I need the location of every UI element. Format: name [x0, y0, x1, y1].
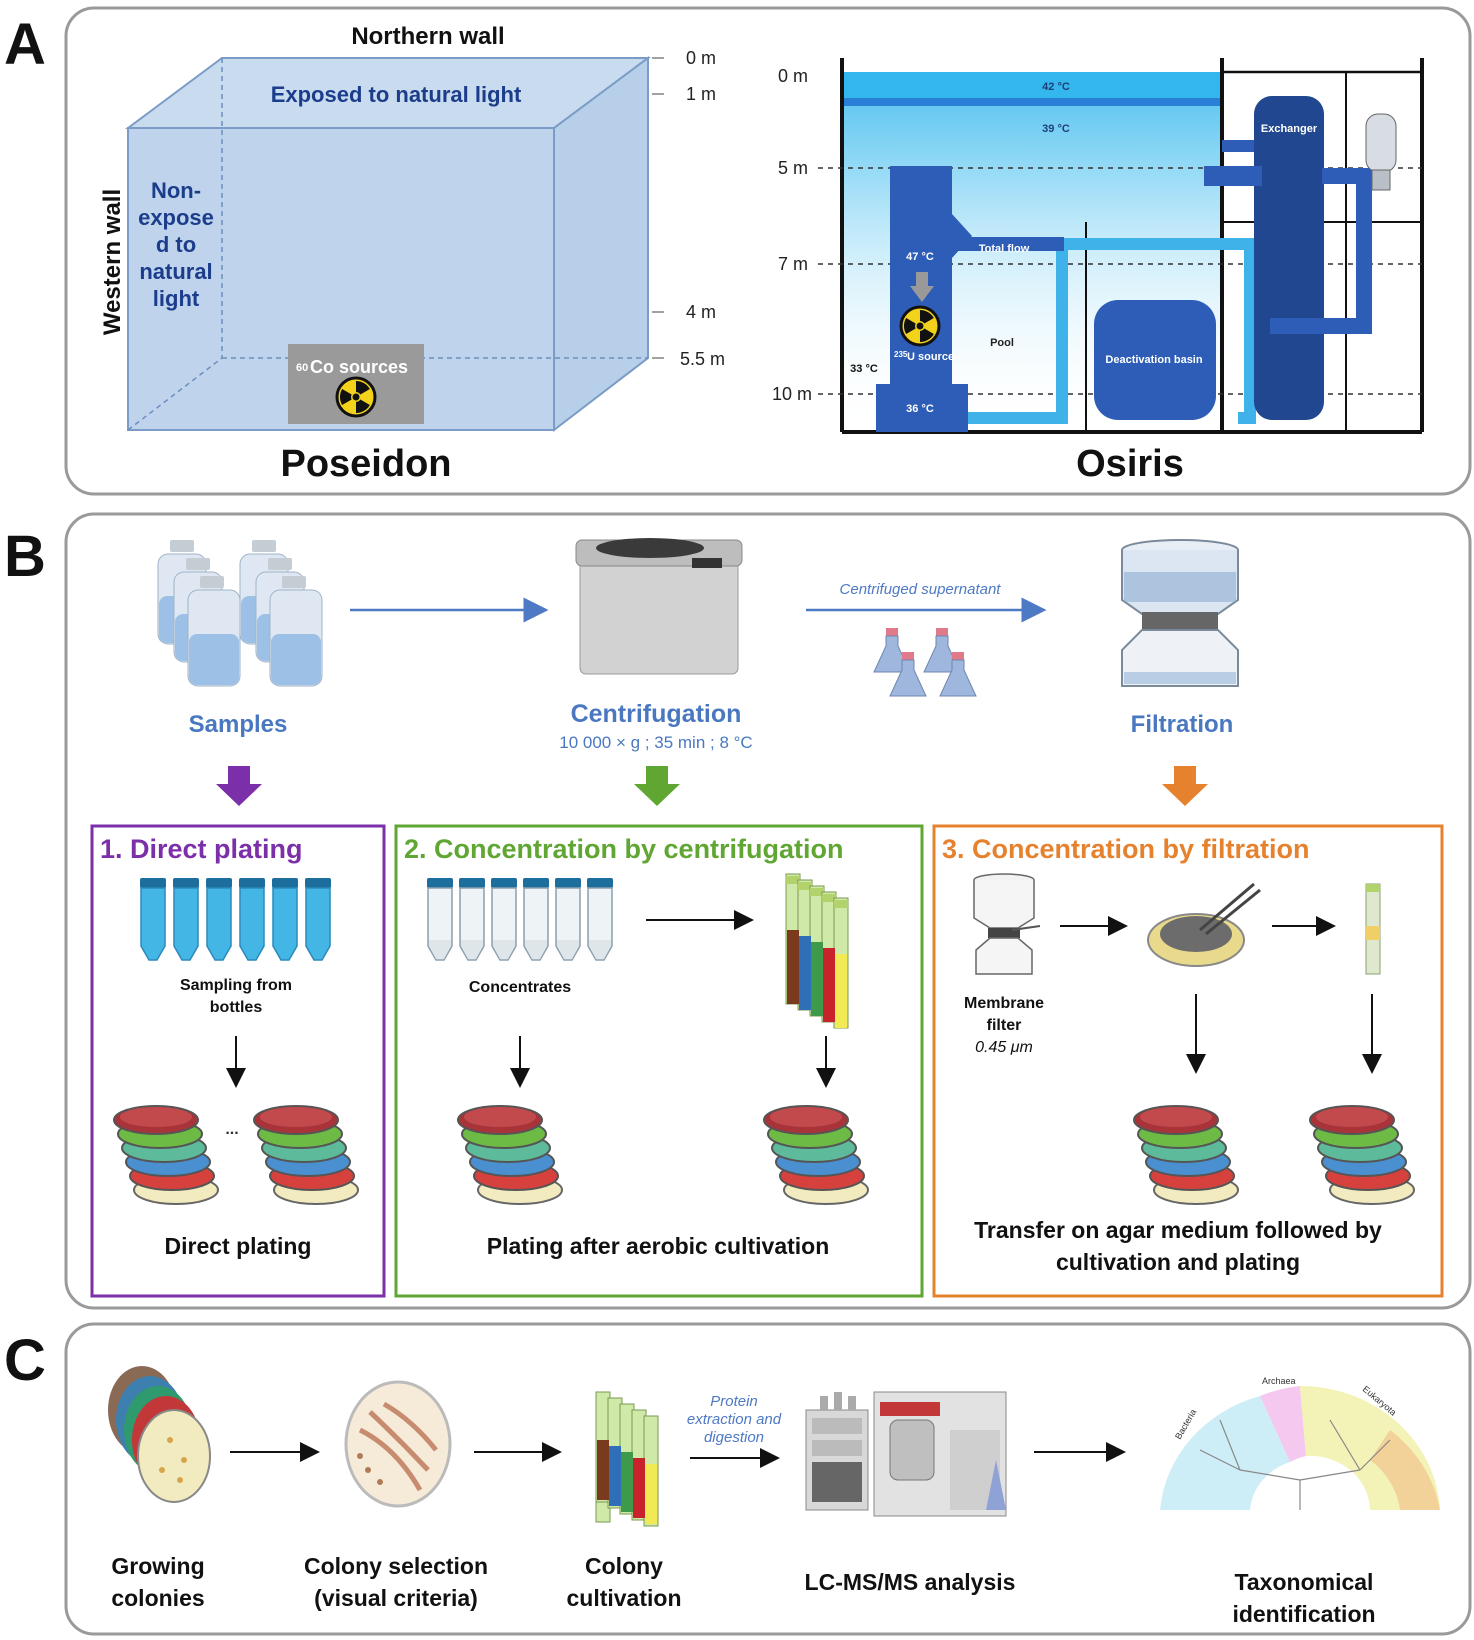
membrane-label: filter — [987, 1017, 1022, 1034]
temp-label: 33 °C — [850, 363, 878, 375]
poseidon-title: Poseidon — [280, 443, 451, 485]
temp-label: 47 °C — [906, 251, 934, 263]
protein-label: Protein extraction and digestion — [687, 1393, 782, 1446]
protein-label-line: Protein — [710, 1393, 758, 1410]
purple-down-arrow — [216, 766, 262, 806]
step-label: Colony — [585, 1553, 663, 1579]
centrifuge-icon — [575, 538, 743, 675]
protein-label-line: extraction and — [687, 1411, 782, 1428]
centrifugation-label: Centrifugation — [571, 700, 742, 728]
sampling-label: Sampling from — [180, 977, 292, 994]
temp-label: 36 °C — [906, 403, 934, 415]
exchanger-label: Exchanger — [1261, 123, 1318, 135]
centrifugation-params: 10 000 × g ; 35 min ; 8 °C — [559, 733, 752, 752]
poseidon-depth-scale: 0 m 1 m 4 m 5.5 m — [652, 48, 725, 369]
west-wall-label: Western wall — [99, 189, 126, 335]
culture-tubes-icon — [785, 873, 849, 1029]
cobalt-superscript: 60 — [296, 362, 308, 374]
protein-label-line: digestion — [704, 1429, 764, 1446]
phylogenetic-tree-icon: Bacteria Archaea Eukaryota — [1160, 1376, 1440, 1510]
concentrates-label: Concentrates — [469, 979, 571, 996]
filtration-label: Filtration — [1131, 711, 1234, 738]
step-label: (visual criteria) — [314, 1585, 478, 1611]
supernatant-label: Centrifuged supernatant — [840, 581, 1002, 598]
depth-label: 5 m — [778, 158, 808, 178]
depth-label: 0 m — [778, 66, 808, 86]
panel-c-step-labels: Growing colonies Colony selection (visua… — [111, 1553, 1375, 1627]
colony-cultivation-tubes-icon — [595, 1391, 659, 1527]
panel-b-frame — [64, 512, 1472, 1310]
non-exposed-line: natural — [139, 259, 212, 284]
box3-footer: Transfer on agar medium followed by — [974, 1217, 1382, 1243]
total-flow-label: Total flow — [979, 243, 1030, 255]
north-wall-label: Northern wall — [351, 23, 504, 50]
sampling-label: bottles — [210, 999, 263, 1016]
uranium-source-label: U source — [907, 351, 954, 363]
petri-forceps-icon — [1147, 882, 1261, 967]
single-tube-icon — [1365, 883, 1381, 975]
samples-label: Samples — [189, 711, 288, 738]
poseidon-pool — [124, 56, 652, 433]
box3-title: 3. Concentration by filtration — [942, 834, 1310, 864]
osiris-title: Osiris — [1076, 443, 1184, 485]
osiris-pool — [818, 58, 1424, 434]
green-down-arrow — [634, 766, 680, 806]
depth-label: 10 m — [772, 384, 812, 404]
non-exposed-line: Non- — [151, 178, 201, 203]
step-label: cultivation — [566, 1585, 681, 1611]
non-exposed-label: Non- expose d to natural light — [138, 178, 214, 311]
colony-selection-icon — [344, 1380, 452, 1508]
non-exposed-line: expose — [138, 205, 214, 230]
step-label: colonies — [111, 1585, 204, 1611]
temp-label: 42 °C — [1042, 81, 1070, 93]
sample-bottles-icon — [157, 540, 323, 687]
step-label: LC-MS/MS analysis — [805, 1569, 1016, 1595]
lc-ms-instrument-icon — [805, 1391, 1007, 1517]
panel-a-letter: A — [4, 12, 46, 77]
depth-label: 7 m — [778, 254, 808, 274]
panel-b-letter: B — [4, 524, 46, 589]
step-label: Growing — [111, 1553, 204, 1579]
uranium-superscript: 235 — [894, 350, 908, 359]
box1-title: 1. Direct plating — [100, 834, 303, 864]
filtration-box — [932, 824, 1444, 1298]
membrane-label: Membrane — [964, 995, 1044, 1012]
depth-label: 4 m — [686, 302, 716, 322]
direct-plating-box — [90, 824, 386, 1298]
osiris-depth-scale: 0 m 5 m 7 m 10 m — [772, 66, 812, 404]
box1-footer: Direct plating — [165, 1233, 312, 1259]
temp-label: 39 °C — [1042, 123, 1070, 135]
osiris-labels: 42 °C 39 °C 47 °C 33 °C 36 °C Exchanger … — [850, 81, 1318, 415]
box3-footer: cultivation and plating — [1056, 1249, 1300, 1275]
step-label: identification — [1232, 1601, 1375, 1627]
deactivation-basin-label: Deactivation basin — [1105, 354, 1202, 366]
cobalt-source-label: Co sources — [310, 357, 408, 377]
tree-label: Archaea — [1262, 1376, 1296, 1386]
panel-c-letter: C — [4, 1328, 46, 1393]
growing-colonies-icon — [108, 1366, 211, 1503]
filtration-unit-icon — [1121, 539, 1239, 687]
ellipsis: ... — [225, 1121, 238, 1138]
depth-label: 0 m — [686, 48, 716, 68]
flasks-icon — [873, 628, 977, 697]
membrane-filter-icon — [973, 873, 1041, 975]
step-label: Taxonomical — [1235, 1569, 1374, 1595]
pore-size-label: 0.45 μm — [975, 1039, 1033, 1056]
non-exposed-line: d to — [156, 232, 196, 257]
centrifugation-box — [394, 824, 924, 1298]
box2-title: 2. Concentration by centrifugation — [404, 834, 844, 864]
box2-footer: Plating after aerobic cultivation — [487, 1233, 830, 1259]
pool-label: Pool — [990, 337, 1014, 349]
non-exposed-line: light — [153, 286, 200, 311]
exposed-label: Exposed to natural light — [271, 82, 522, 107]
step-label: Colony selection — [304, 1553, 488, 1579]
orange-down-arrow — [1162, 766, 1208, 806]
depth-label: 5.5 m — [680, 349, 725, 369]
depth-label: 1 m — [686, 84, 716, 104]
